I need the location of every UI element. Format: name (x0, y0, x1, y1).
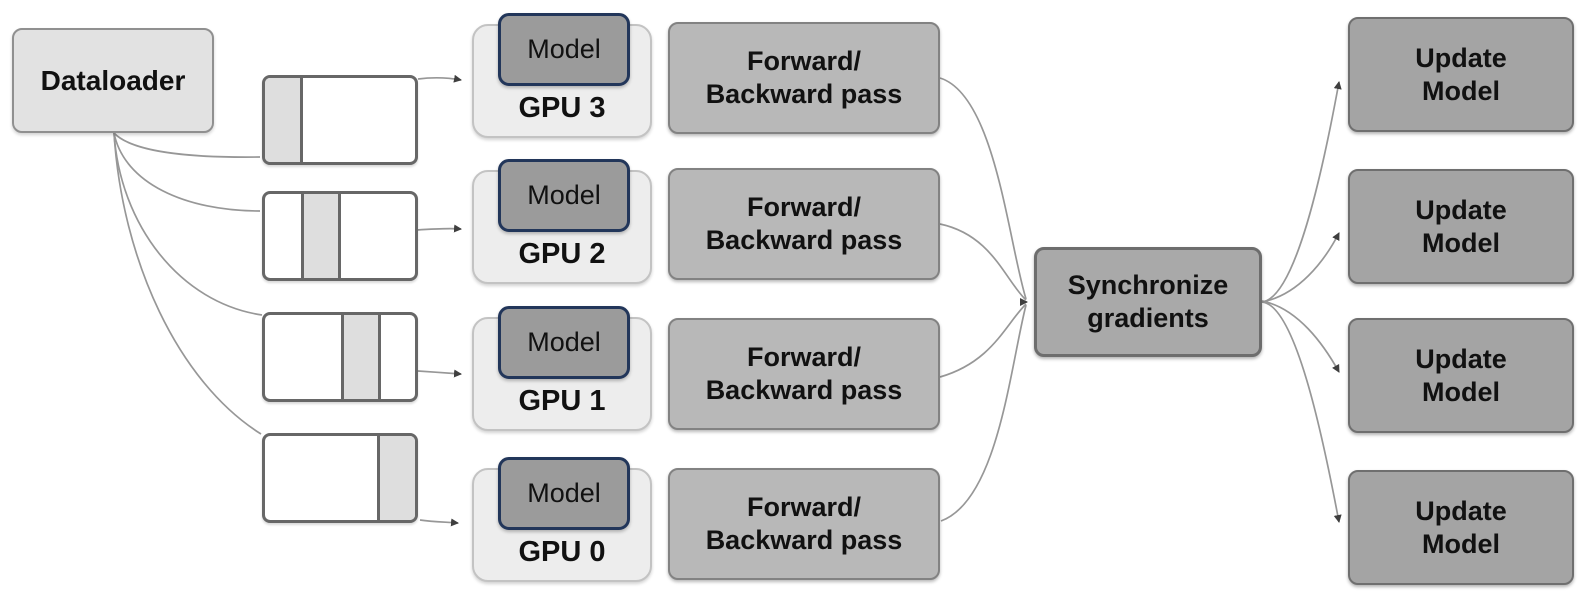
edge-shard-gpu3 (417, 74, 462, 83)
edge-shard-gpu0 (419, 518, 459, 527)
model-label: Model (527, 327, 601, 357)
edge-shard-gpu1 (417, 369, 462, 378)
batch-shard-gpu2 (262, 191, 418, 281)
edge-sync-update3 (1261, 300, 1340, 373)
forward-backward-box: Forward/ Backward pass (668, 22, 940, 134)
edge-dataloader-shard1 (113, 132, 261, 158)
edge-fb3-sync (939, 303, 1027, 378)
gpu-box-gpu0: Model GPU 0 (472, 457, 652, 582)
gpu-box-gpu3: Model GPU 3 (472, 13, 652, 138)
forward-backward-line2: Backward pass (705, 525, 903, 555)
gpu-label: GPU 2 (518, 238, 606, 270)
update-model-line1: Update (1415, 194, 1507, 225)
edge-sync-update4 (1261, 301, 1342, 523)
forward-backward-line1: Forward/ (746, 342, 861, 372)
update-model-box: Update Model (1348, 318, 1574, 433)
dataloader-label: Dataloader (40, 64, 186, 96)
edge-dataloader-shard3 (113, 132, 263, 316)
model-box: Model (498, 159, 630, 232)
gpu-label: GPU 1 (518, 385, 606, 417)
forward-backward-line2: Backward pass (705, 79, 903, 109)
update-model-line2: Model (1422, 227, 1500, 258)
batch-shard-gpu1 (262, 312, 418, 402)
update-model-line2: Model (1422, 376, 1500, 407)
update-model-line1: Update (1415, 42, 1507, 73)
edge-fb2-sync (939, 223, 1027, 301)
shard-highlight-segment (341, 315, 381, 399)
model-label: Model (527, 478, 601, 508)
update-model-line2: Model (1422, 75, 1500, 106)
forward-backward-line1: Forward/ (746, 492, 861, 522)
forward-backward-line2: Backward pass (705, 225, 903, 255)
edge-dataloader-shard2 (113, 132, 261, 212)
forward-backward-line2: Backward pass (705, 375, 903, 405)
synchronize-gradients-box: Synchronize gradients (1034, 247, 1262, 357)
edge-shard-gpu2 (416, 224, 462, 233)
edge-fb4-sync (940, 304, 1027, 522)
model-label: Model (527, 34, 601, 64)
forward-backward-box: Forward/ Backward pass (668, 468, 940, 580)
update-model-box: Update Model (1348, 17, 1574, 132)
update-model-box: Update Model (1348, 470, 1574, 585)
batch-shard-gpu0 (262, 433, 418, 523)
forward-backward-box: Forward/ Backward pass (668, 318, 940, 430)
edge-sync-update1 (1261, 81, 1342, 303)
gpu-label: GPU 3 (518, 92, 606, 124)
synchronize-line1: Synchronize (1067, 270, 1229, 300)
update-model-line1: Update (1415, 343, 1507, 374)
model-box: Model (498, 457, 630, 530)
model-label: Model (527, 180, 601, 210)
forward-backward-box: Forward/ Backward pass (668, 168, 940, 280)
gpu-label: GPU 0 (518, 536, 606, 568)
update-model-line2: Model (1422, 528, 1500, 559)
dataloader-box: Dataloader (12, 28, 214, 133)
gpu-box-gpu1: Model GPU 1 (472, 306, 652, 431)
update-model-box: Update Model (1348, 169, 1574, 284)
model-box: Model (498, 13, 630, 86)
update-model-line1: Update (1415, 495, 1507, 526)
forward-backward-line1: Forward/ (746, 192, 861, 222)
shard-highlight-segment (265, 78, 303, 162)
batch-shard-gpu3 (262, 75, 418, 165)
shard-highlight-segment (301, 194, 341, 278)
model-box: Model (498, 306, 630, 379)
forward-backward-line1: Forward/ (746, 46, 861, 76)
edge-sync-update2 (1261, 232, 1340, 303)
shard-highlight-segment (377, 436, 415, 520)
edge-fb1-sync (939, 77, 1027, 300)
gpu-box-gpu2: Model GPU 2 (472, 159, 652, 284)
synchronize-line2: gradients (1087, 303, 1209, 333)
edge-dataloader-shard4 (113, 132, 262, 435)
